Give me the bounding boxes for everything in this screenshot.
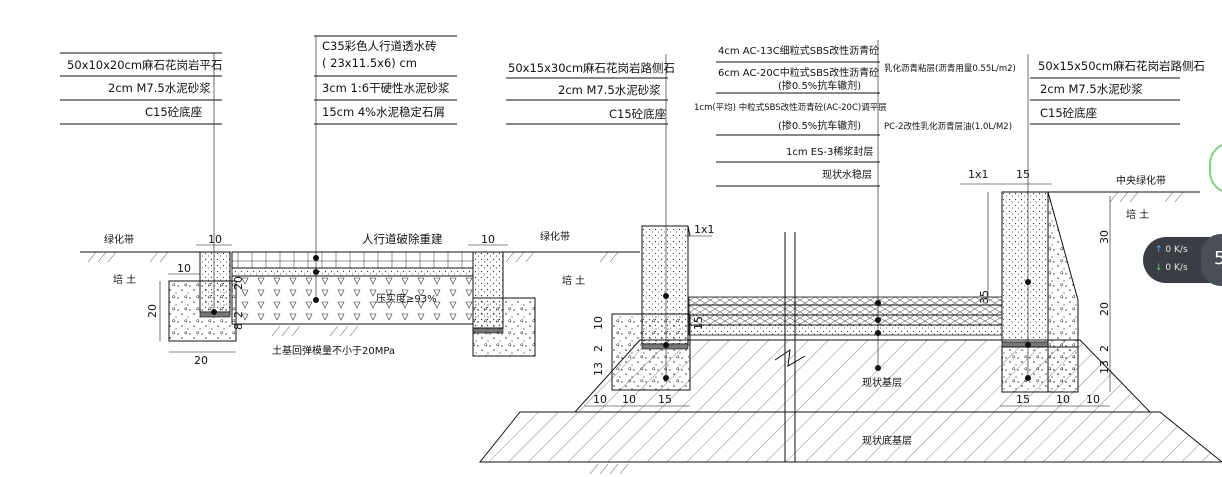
median-label: 中央绿化带 <box>1116 174 1166 187</box>
left-stone-label-1: 50x10x20cm麻石花岗岩平石 <box>67 58 223 72</box>
dim-middle-13: 13 <box>592 362 605 376</box>
middle-dimensions: 1x1 15 10 2 13 10 10 15 <box>584 223 715 407</box>
dim-right-b10a: 10 <box>1056 393 1070 406</box>
pavement-label-5: (掺0.5%抗车辙剂) <box>778 119 861 132</box>
dim-left-20: 20 <box>232 276 245 290</box>
middle-section: 50x15x30cm麻石花岗岩路侧石 2cm M7.5水泥砂浆 C15砼底座 4… <box>478 40 1222 475</box>
dim-left-20-bottom: 20 <box>194 354 208 367</box>
right-dimensions: 1x1 15 35 30 20 2 13 15 10 10 <box>960 168 1111 407</box>
left-soil-label: 培 土 <box>113 273 136 286</box>
right-curb-label-3: C15砼底座 <box>1040 106 1097 120</box>
pavement-label-7: 现状水稳层 <box>822 168 872 181</box>
dim-right-top15: 15 <box>1016 168 1030 181</box>
dim-middle-2: 2 <box>592 345 605 352</box>
existing-subbase-label: 现状底基层 <box>862 434 912 447</box>
left-dimensions: 10 10 20 20 20 2 8 10 <box>146 233 508 367</box>
dim-right-30: 30 <box>1098 230 1111 244</box>
dim-left-2: 2 <box>232 311 245 318</box>
pavement-label-1: 4cm AC-13C细粒式SBS改性沥青砼 <box>718 44 879 57</box>
left-stone-label-2: 2cm M7.5水泥砂浆 <box>108 81 211 95</box>
dim-middle-slope: 1x1 <box>694 223 715 236</box>
upload-arrow-icon: ↑ <box>1155 245 1163 255</box>
pavement-label-table: 4cm AC-13C细粒式SBS改性沥青砼 6cm AC-20C中粒式SBS改性… <box>694 40 1016 370</box>
upload-speed: 0 K/s <box>1165 245 1188 255</box>
existing-base-label: 现状基层 <box>862 376 902 389</box>
dim-right-b15: 15 <box>1016 393 1030 406</box>
pavement-label-2: 6cm AC-20C中粒式SBS改性沥青砼 <box>718 66 879 79</box>
right-curb-label-table: 50x15x50cm麻石花岗岩路侧石 2cm M7.5水泥砂浆 C15砼底座 <box>1027 54 1205 380</box>
download-speed: 0 K/s <box>1165 263 1188 273</box>
left-section: 50x10x20cm麻石花岗岩平石 2cm M7.5水泥砂浆 C15砼底座 C3… <box>60 35 640 367</box>
dim-right-2: 2 <box>1098 345 1111 352</box>
middle-curb-label-table: 50x15x30cm麻石花岗岩路侧石 2cm M7.5水泥砂浆 C15砼底座 <box>506 54 675 380</box>
dim-left-10-side: 10 <box>177 262 191 275</box>
dim-middle-10: 10 <box>592 316 605 330</box>
dim-middle-b15: 15 <box>658 393 672 406</box>
middle-curb-label-3: C15砼底座 <box>609 107 666 121</box>
dim-left-8: 8 <box>232 323 245 330</box>
prime-coat-label: PC-2改性乳化沥青层油(1.0L/M2) <box>884 121 1012 132</box>
dim-right-10: 10 <box>481 233 495 246</box>
left-green-belt-label: 绿化带 <box>104 233 134 246</box>
left-stone-label-table: 50x10x20cm麻石花岗岩平石 2cm M7.5水泥砂浆 C15砼底座 <box>60 52 223 318</box>
left-brick-label-2: ( 23x11.5x6) cm <box>322 56 417 70</box>
dim-right-13: 13 <box>1098 360 1111 374</box>
left-brick-label-4: 15cm 4%水泥稳定石屑 <box>322 105 445 119</box>
speed-badge[interactable]: 5 <box>1201 234 1222 286</box>
right-section: 50x15x50cm麻石花岗岩路侧石 2cm M7.5水泥砂浆 C15砼底座 中… <box>960 54 1205 407</box>
sidewalk-title: 人行道破除重建 <box>362 232 443 246</box>
right-green-belt-label: 绿化带 <box>540 230 570 243</box>
tack-coat-label: 乳化沥青粘层(沥青用量0.55L/m2) <box>884 63 1016 74</box>
dim-right-35: 35 <box>978 290 991 304</box>
dim-right-20: 20 <box>1098 302 1111 316</box>
left-soil-label-2: 培 土 <box>562 274 585 287</box>
pavement-label-6: 1cm ES-3稀浆封层 <box>786 145 873 158</box>
left-brick-label-table: C35彩色人行道透水砖 ( 23x11.5x6) cm 3cm 1:6干硬性水泥… <box>314 35 457 300</box>
dim-right-b10b: 10 <box>1086 393 1100 406</box>
right-curb-label-1: 50x15x50cm麻石花岗岩路侧石 <box>1038 59 1205 73</box>
dim-left-10-top: 10 <box>208 233 222 246</box>
dim-middle-b10a: 10 <box>593 393 607 406</box>
dim-right-slope: 1x1 <box>968 168 989 181</box>
pavement-label-3: (掺0.5%抗车辙剂) <box>778 79 861 92</box>
download-arrow-icon: ↓ <box>1155 263 1163 273</box>
middle-curb-label-2: 2cm M7.5水泥砂浆 <box>558 83 661 97</box>
dim-left-20-side: 20 <box>146 304 159 318</box>
left-brick-label-3: 3cm 1:6干硬性水泥砂浆 <box>322 81 450 95</box>
middle-curb-label-1: 50x15x30cm麻石花岗岩路侧石 <box>508 61 675 75</box>
subgrade-note: 土基回弹模量不小于20MPa <box>272 344 395 357</box>
dim-middle-15: 15 <box>692 316 705 330</box>
pavement-label-4: 1cm(平均) 中粒式SBS改性沥青砼(AC-20C)调平层 <box>694 102 887 113</box>
left-stone-label-3: C15砼底座 <box>145 105 202 119</box>
right-soil-label: 培 土 <box>1126 208 1149 221</box>
right-curb-label-2: 2cm M7.5水泥砂浆 <box>1040 82 1143 96</box>
compaction-label: 压实度≥93% <box>376 292 437 305</box>
left-brick-label-1: C35彩色人行道透水砖 <box>322 39 437 53</box>
dim-middle-b10b: 10 <box>622 393 636 406</box>
speed-badge-text: 5 <box>1214 248 1222 269</box>
